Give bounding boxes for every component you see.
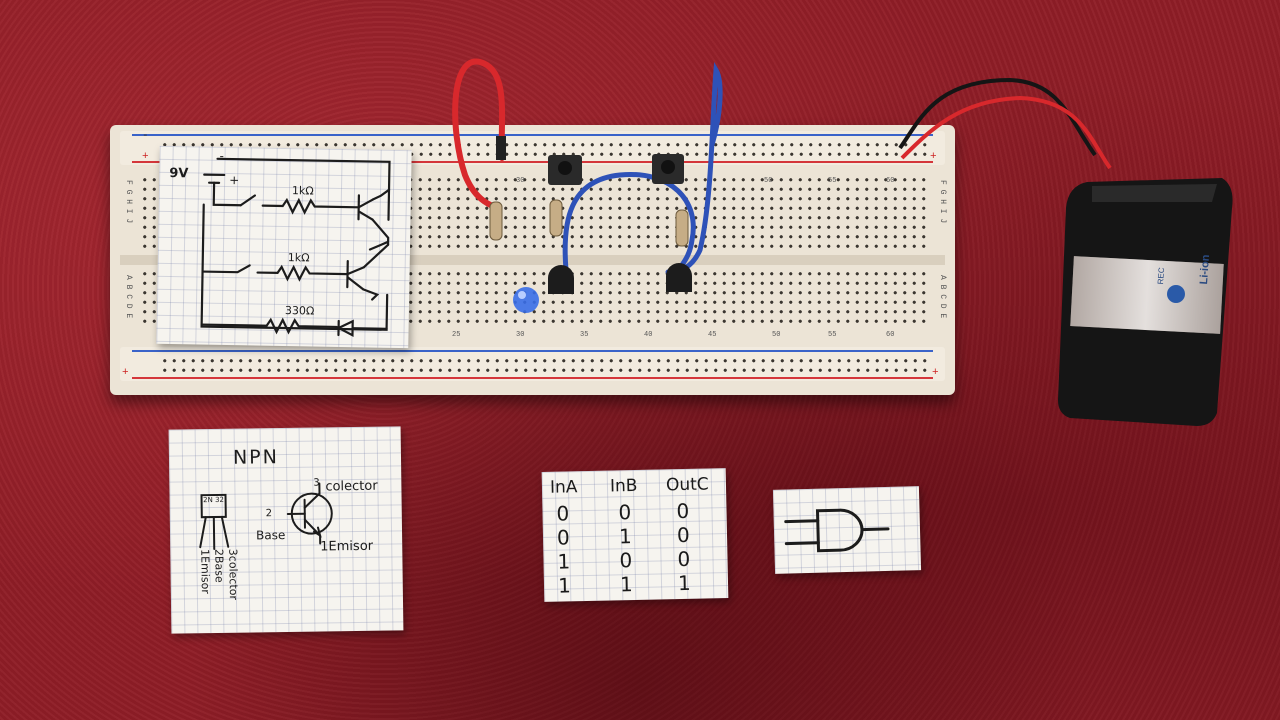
truth-table-cell: 0: [676, 522, 690, 548]
schematic-paper: 9V - + 1kΩ 1kΩ 330Ω: [156, 145, 412, 349]
schematic-plus: +: [229, 173, 240, 188]
col-number: 50: [772, 331, 781, 339]
truth-table-cell: 1: [677, 570, 691, 596]
col-number: 35: [580, 331, 589, 339]
col-number: 25: [452, 331, 461, 339]
truth-table-header: OutC: [665, 474, 709, 496]
schematic-minus: -: [219, 148, 225, 163]
resistor: [549, 199, 563, 237]
rail-line-blue: [132, 350, 933, 352]
schematic-resistor-1: 1kΩ: [291, 184, 314, 198]
npn-side-emitter: 1Emisor: [198, 549, 212, 594]
col-number: 40: [644, 331, 653, 339]
col-number-top: 30: [516, 177, 525, 185]
col-number: 60: [886, 331, 895, 339]
col-number: 55: [828, 331, 837, 339]
npn-side-collector: 3colector: [226, 548, 240, 601]
rail-plus-label-bottom-right: +: [932, 367, 939, 379]
row-letters-upper-right: F G H I J: [938, 180, 947, 224]
rail-holes: [160, 356, 930, 375]
battery-pack: Li-ion REC: [1052, 168, 1237, 430]
npn-title: NPN: [232, 446, 280, 469]
npn-paper: NPN 2N 32 3 colector 2 Base 1Emisor 1Emi…: [168, 426, 404, 634]
col-number-top: 60: [886, 177, 895, 185]
truth-table-cell: 1: [619, 572, 634, 597]
battery-label: Li-ion: [1198, 254, 1213, 285]
center-channel: [120, 255, 945, 265]
battery-brand: REC: [1156, 267, 1167, 285]
schematic-voltage: 9V: [169, 165, 189, 182]
truth-table-cell: 0: [556, 525, 571, 550]
schematic-resistor-3: 330Ω: [284, 304, 315, 318]
truth-table-cell: 1: [557, 573, 572, 598]
col-number: 30: [516, 331, 525, 339]
and-gate-paper: [772, 486, 922, 574]
npn-side-base: 2Base: [212, 548, 226, 583]
led-blue: [513, 287, 539, 313]
truth-table-header: InB: [609, 475, 638, 497]
rail-line-red: [132, 377, 933, 379]
truth-table-cell: 0: [556, 501, 570, 526]
blue-jumper-wire: [665, 62, 723, 275]
red-jumper-wire: [452, 58, 506, 211]
npn-pin2: 2: [265, 508, 273, 520]
npn-emitter-label: 1Emisor: [320, 538, 374, 555]
truth-table-cell: 0: [618, 500, 632, 525]
blue-arc-wire: [562, 171, 696, 273]
battery-black-wire: [898, 77, 1097, 157]
truth-table-paper: InA InB OutC 0 0 0 0 1 0 1 0 0 1 1 1: [541, 468, 729, 602]
row-letters-upper: F G H I J: [124, 180, 133, 224]
schematic-drawing: [200, 157, 391, 338]
col-number-top: 55: [828, 177, 837, 185]
npn-package-label: 2N 32: [203, 495, 225, 505]
rail-plus-label: +: [142, 151, 149, 163]
col-number: 45: [708, 331, 717, 339]
truth-table: InA InB OutC 0 0 0 0 1 0 1 0 0 1 1 1: [542, 468, 729, 602]
and-gate-symbol-icon: [784, 508, 890, 553]
npn-base-label: Base: [255, 528, 286, 543]
truth-table-cell: 1: [618, 524, 633, 549]
truth-table-cell: 1: [557, 549, 571, 574]
truth-table-cell: 0: [676, 498, 690, 524]
npn-pin3: 3: [313, 477, 320, 489]
truth-table-cell: 0: [677, 546, 691, 572]
rail-line-blue: [132, 134, 933, 136]
rail-minus-label: -: [142, 130, 149, 142]
rail-line-red: [132, 161, 933, 163]
resistor: [675, 209, 689, 247]
schematic-resistor-2: 1kΩ: [287, 251, 310, 265]
npn-drawing: [199, 482, 333, 551]
bottom-power-rail: [120, 347, 945, 381]
wire-tip: [496, 136, 506, 160]
rail-plus-label-bottom: +: [122, 367, 129, 379]
truth-table-cell: 0: [619, 548, 633, 573]
npn-collector-label: colector: [325, 478, 378, 495]
row-letters-lower-right: A B C D E: [938, 275, 947, 319]
resistor: [489, 201, 503, 241]
transistor-npn: [548, 265, 574, 294]
transistor-npn: [666, 263, 692, 292]
col-number-top: 50: [764, 177, 773, 185]
truth-table-header: InA: [549, 477, 578, 498]
battery-red-wire: [900, 95, 1112, 170]
rail-plus-label-right: +: [930, 151, 937, 163]
row-letters-lower: A B C D E: [124, 275, 133, 319]
